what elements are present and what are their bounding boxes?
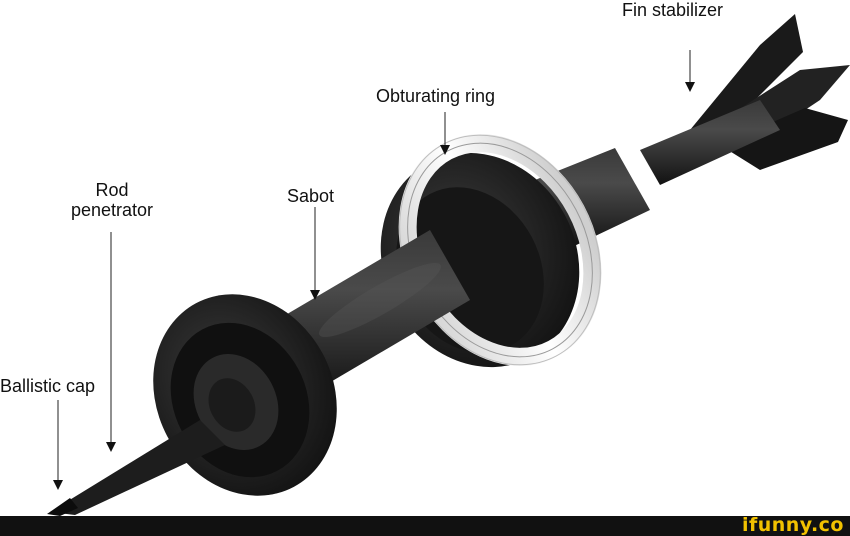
sabot-spool-highlight [318,262,442,338]
label-obturating-ring: Obturating ring [376,86,496,106]
fin-lower [720,108,848,170]
arrow-fin [685,82,695,92]
fin-stabilizer [640,14,850,185]
rod-penetrator [50,420,225,515]
ifunny-watermark: ifunny.co [741,514,844,536]
projectile-diagram [47,14,850,516]
label-rod-line2: penetrator [70,200,154,220]
ballistic-cap [47,498,78,516]
arrow-rod [106,442,116,452]
fin-shaft [640,100,780,185]
label-fin-stabilizer: Fin stabilizer [622,0,724,20]
arrow-obturating [440,145,450,155]
label-ballistic-cap: Ballistic cap [0,376,96,396]
arrow-sabot [310,290,320,300]
arrow-ballistic [53,480,63,490]
label-rod-penetrator: Rod penetrator [42,180,182,220]
leader-lines [53,50,695,490]
fin-upper [690,14,803,130]
label-sabot: Sabot [287,186,335,206]
footer-bar: ifunny.co [0,514,850,536]
label-rod-line1: Rod [95,180,129,200]
